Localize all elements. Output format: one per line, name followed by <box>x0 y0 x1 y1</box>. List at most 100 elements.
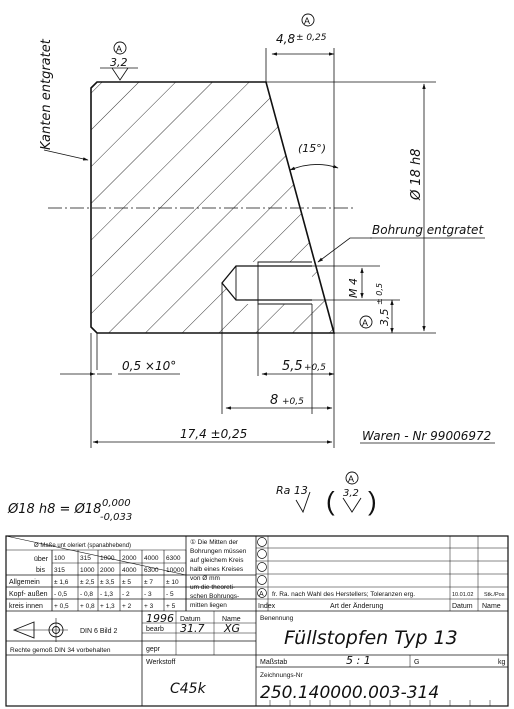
benennung-label: Benennung <box>260 615 294 622</box>
note-line-1: ① Die Mitten der <box>190 538 239 546</box>
bearb-name: XG <box>223 622 240 635</box>
rev-text: fr. Ra. nach Wahl des Herstellers; Toler… <box>272 591 415 598</box>
surface-symbol-a-mid: A <box>348 474 354 484</box>
gepr-label: gepr <box>146 646 161 653</box>
rev-name: Stk./Pos <box>484 592 505 598</box>
kg-label: kg <box>498 659 506 666</box>
kopf-cell: - 0,5 <box>54 591 67 598</box>
werkstoff-label: Werkstoff <box>146 659 175 666</box>
kreis-cell: + 3 <box>144 603 154 610</box>
annotations: Kanten entgratet Bohrung entgratet Waren… <box>7 38 491 523</box>
allgemein-cell: ± 7 <box>144 579 153 586</box>
surface-symbol-a-bore: A <box>362 318 368 328</box>
kopf-cell: - 3 <box>144 591 152 598</box>
note-line-3: auf gleichem Kreis <box>190 557 244 564</box>
ra-13-label: Ra 13 <box>276 484 308 497</box>
din-label: DIN 6 Bild 2 <box>80 628 117 635</box>
material-value: C45k <box>170 681 207 697</box>
dim-3-5-tol: ± 0,5 <box>375 283 384 305</box>
range-bis-cell: 1000 <box>80 567 95 574</box>
note-line-4: halb eines Kreises <box>190 566 244 573</box>
waren-nr-label: Waren - Nr 99006972 <box>362 429 491 443</box>
allgemein-cell: ± 10 <box>166 579 179 586</box>
allgemein-cell: ± 5 <box>122 579 131 586</box>
note-line-7: schen Bohrungs- <box>190 593 239 600</box>
kreis-cell: + 0,8 <box>80 603 95 610</box>
kanten-entgratet-label: Kanten entgratet <box>39 38 54 150</box>
dim-dia-18: Ø 18 h8 <box>409 148 424 201</box>
title-block <box>5 535 509 707</box>
dim-4-8-tol: ± 0,25 <box>296 33 327 43</box>
kopf-cell: - 2 <box>122 591 130 598</box>
dim-angle-15: (15°) <box>298 142 326 155</box>
drawing-title: Füllstopfen Typ 13 <box>284 627 458 649</box>
dim-5-5-tol: +0,5 <box>304 363 326 373</box>
allgemein-cell: ± 3,5 <box>100 579 115 586</box>
note-line-2: Bohrungen müssen <box>190 548 247 555</box>
surface-symbol-a-top: A <box>304 16 310 26</box>
datum-header: Datum <box>180 616 201 623</box>
bearb-label: bearb <box>146 626 164 633</box>
paren-right: ) <box>368 486 377 516</box>
kreis-cell: + 2 <box>122 603 132 610</box>
kreis-cell: + 5 <box>166 603 176 610</box>
range-ueber-cell: 2000 <box>122 555 137 562</box>
range-bis-cell: 315 <box>54 567 65 574</box>
tolerance-upper-label: 0,000 <box>102 498 131 509</box>
zeichnungs-nr-label: Zeichnungs-Nr <box>260 672 303 679</box>
part-section <box>48 81 355 334</box>
range-ueber-cell: 1000 <box>100 555 115 562</box>
scale-value: 5 : 1 <box>346 654 371 667</box>
range-bis-cell: 10000 <box>166 567 184 574</box>
dim-17-4: 17,4 ±0,25 <box>180 427 247 441</box>
masse-header: Ø Maße unt oleriert (spanabhebend) <box>34 543 131 549</box>
note-line-6: um die theoreti- <box>190 584 235 591</box>
bis-label: bis <box>36 567 45 574</box>
datum-label: Datum <box>452 603 473 610</box>
kopf-cell: - 0,8 <box>80 591 93 598</box>
kreis-cell: + 1,3 <box>100 603 115 610</box>
tolerance-lower-label: -0,033 <box>100 512 132 523</box>
surface-value-32-mid: 3,2 <box>343 488 359 499</box>
note-line-5: von Ø mm <box>190 575 220 582</box>
index-label: Index <box>258 603 276 610</box>
row-kreis-label: kreis innen <box>9 603 43 610</box>
dim-m4: M 4 <box>347 278 360 298</box>
dim-8-tol: +0,5 <box>282 397 304 407</box>
kopf-cell: - 5 <box>166 591 174 598</box>
range-bis-cell: 4000 <box>122 567 137 574</box>
bohrung-entgratet-label: Bohrung entgratet <box>372 223 484 237</box>
rev-date: 10.01.02 <box>452 592 473 598</box>
ueber-label: über <box>34 556 49 563</box>
range-bis-cell: 6300 <box>144 567 159 574</box>
name-label: Name <box>482 603 501 610</box>
note-line-8: mitten liegen <box>190 602 227 609</box>
drawing-number: 250.140000.003-314 <box>260 683 439 703</box>
tolerance-line-label: Ø18 h8 = Ø18 <box>7 502 101 517</box>
kreis-cell: + 0,5 <box>54 603 69 610</box>
title-block-texts: Ø Maße unt oleriert (spanabhebend) über … <box>9 538 506 703</box>
dimension-texts: A 4,8 ± 0,25 A 3,2 (15°) Ø 18 h8 M 4 3,5… <box>110 13 424 441</box>
range-ueber-cell: 315 <box>80 555 91 562</box>
kopf-cell: - 1,3 <box>100 591 113 598</box>
rechte-label: Rechte gemoß DIN 34 vorbehalten <box>10 647 111 654</box>
paren-left: ( <box>326 486 335 516</box>
allgemein-cell: ± 2,5 <box>80 579 95 586</box>
rev-symbol: A <box>259 591 264 598</box>
bearb-date: 31.7 <box>180 622 205 635</box>
dim-3-5: 3,5 <box>378 309 391 327</box>
surface-roughness-block: Ra 13 ( A 3,2 ) <box>276 471 377 516</box>
range-ueber-cell: 6300 <box>166 555 181 562</box>
art-der-aenderung-label: Art der Änderung <box>330 602 383 610</box>
range-ueber-cell: 4000 <box>144 555 159 562</box>
dim-4-8: 4,8 <box>276 32 295 46</box>
dimension-lines <box>43 48 495 448</box>
allgemein-cell: ± 1,6 <box>54 579 69 586</box>
g-label: G <box>414 659 419 666</box>
surface-symbol-a-left: A <box>116 44 122 54</box>
row-allgemein-label: Allgemein <box>9 579 40 586</box>
dim-chamfer: 0,5 ×10° <box>122 359 176 373</box>
row-kopf-label: Kopf- außen <box>9 591 48 598</box>
range-ueber-cell: 100 <box>54 555 65 562</box>
